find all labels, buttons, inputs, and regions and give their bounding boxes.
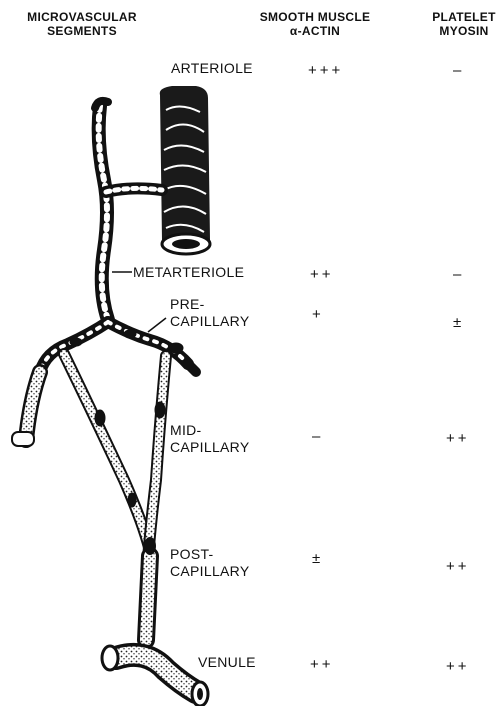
header-platelet-myosin: PLATELET MYOSIN <box>428 10 500 38</box>
segment-label-venule: VENULE <box>198 654 256 671</box>
segment-label-postcapillary: POST- CAPILLARY <box>170 546 249 580</box>
segment-label-line: ARTERIOLE <box>171 60 253 77</box>
myosin-value-venule: ++ <box>446 658 470 675</box>
segment-label-precapillary: PRE- CAPILLARY <box>170 296 249 330</box>
myosin-value-postcapillary: ++ <box>446 558 470 575</box>
venule-vessel <box>102 646 208 706</box>
header-microvascular-segments: MICROVASCULAR SEGMENTS <box>2 10 162 38</box>
segment-label-metarteriole: METARTERIOLE <box>133 264 244 281</box>
metarteriole-vessel <box>95 101 162 320</box>
segment-label-line: PRE- <box>170 296 249 313</box>
actin-value-precapillary: + <box>312 306 324 323</box>
segment-label-line: CAPILLARY <box>170 439 249 456</box>
myosin-value-arteriole: – <box>453 62 464 79</box>
segment-label-line: MID- <box>170 422 249 439</box>
actin-value-postcapillary: ± <box>312 550 323 567</box>
postcapillary-vessel <box>144 537 156 640</box>
capillary-vessels <box>12 354 196 560</box>
header-smooth-muscle-actin: SMOOTH MUSCLE α-ACTIN <box>240 10 390 38</box>
actin-value-arteriole: +++ <box>308 62 343 79</box>
segment-label-line: CAPILLARY <box>170 313 249 330</box>
header-actin-line-1: SMOOTH MUSCLE <box>240 10 390 24</box>
actin-value-midcapillary: – <box>312 428 323 445</box>
segment-label-line: CAPILLARY <box>170 563 249 580</box>
segment-label-line: VENULE <box>198 654 256 671</box>
myosin-value-midcapillary: ++ <box>446 430 470 447</box>
header-segments-line-2: SEGMENTS <box>2 24 162 38</box>
arteriole-vessel <box>160 86 210 254</box>
header-segments-line-1: MICROVASCULAR <box>2 10 162 24</box>
myosin-value-metarteriole: – <box>453 266 464 283</box>
header-myosin-line-1: PLATELET <box>428 10 500 24</box>
segment-label-midcapillary: MID- CAPILLARY <box>170 422 249 456</box>
segment-label-line: METARTERIOLE <box>133 264 244 281</box>
myosin-value-precapillary: ± <box>453 314 464 331</box>
actin-value-metarteriole: ++ <box>310 266 334 283</box>
segment-label-line: POST- <box>170 546 249 563</box>
segment-label-arteriole: ARTERIOLE <box>171 60 253 77</box>
precapillary-pointer <box>148 318 166 332</box>
header-myosin-line-2: MYOSIN <box>428 24 500 38</box>
actin-value-venule: ++ <box>310 656 334 673</box>
header-actin-line-2: α-ACTIN <box>240 24 390 38</box>
